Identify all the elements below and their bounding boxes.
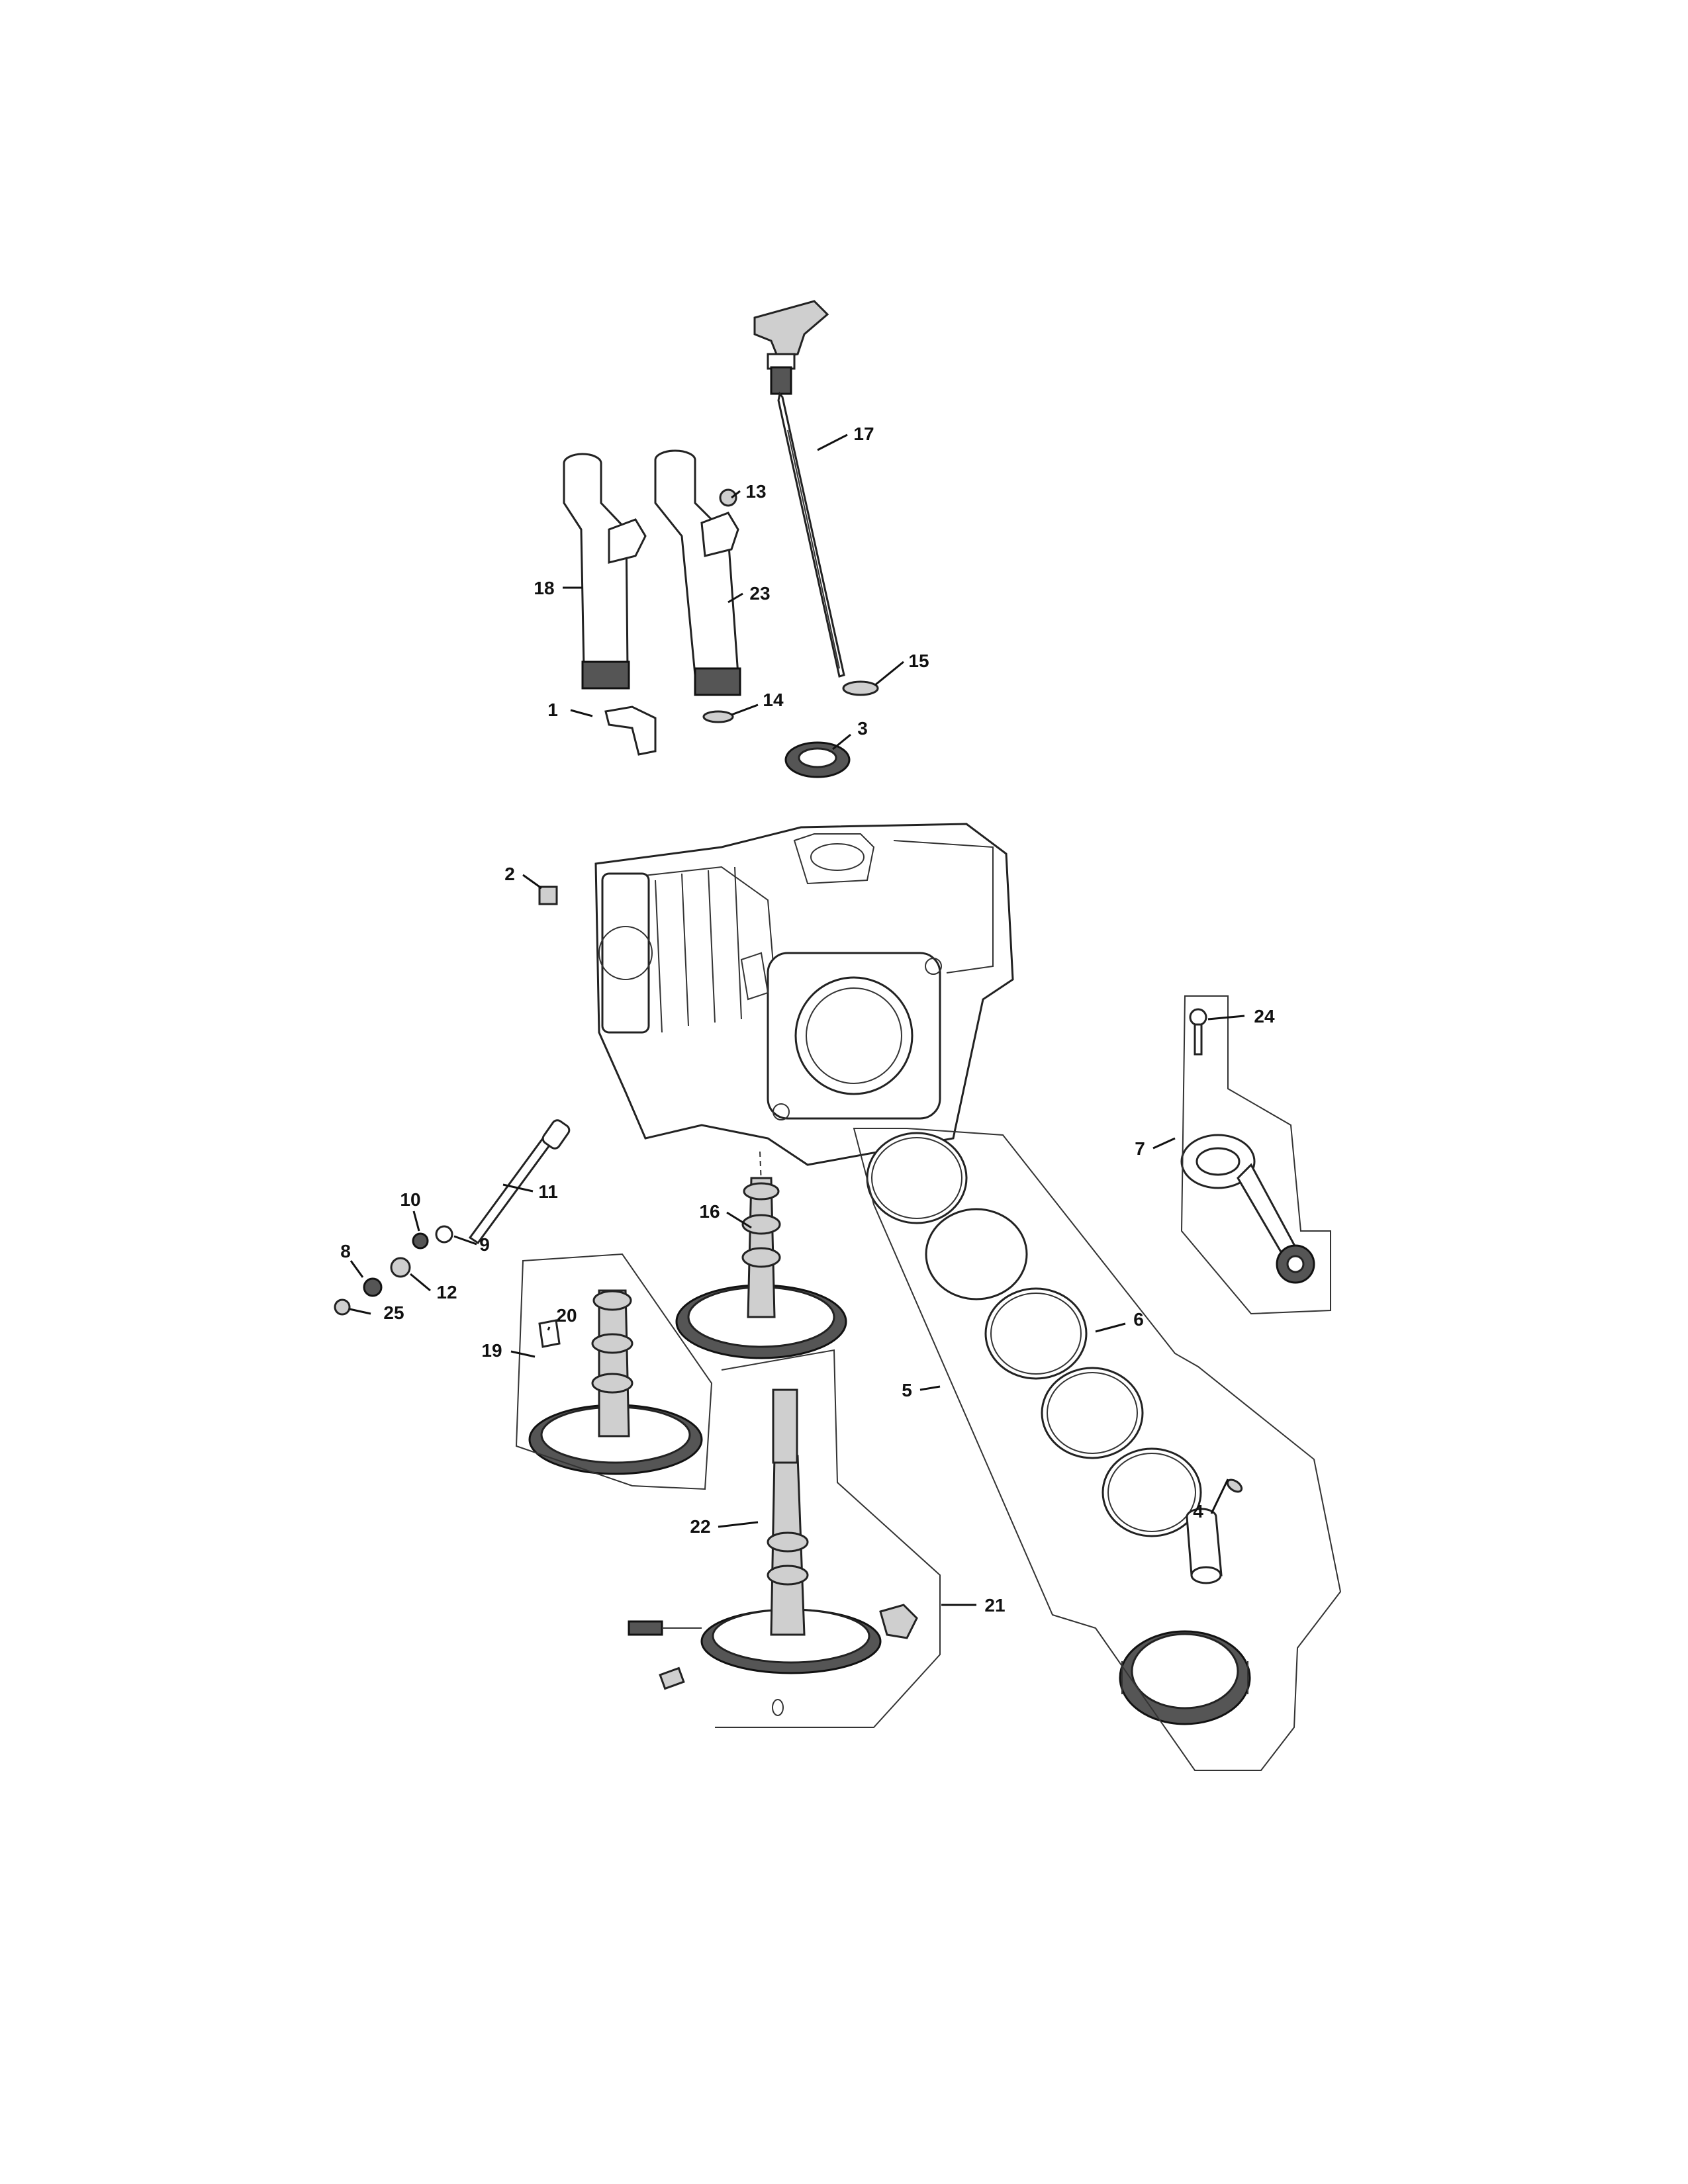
bracket-part (604, 705, 657, 756)
callout-10: 10 (400, 1189, 420, 1210)
callout-18: 18 (534, 578, 554, 598)
camshaft-release-frame (715, 1349, 941, 1728)
callout-20: 20 (556, 1305, 577, 1326)
washer-part-8 (363, 1277, 383, 1297)
callout-17: 17 (853, 424, 874, 444)
rod-bolt-part (1189, 1008, 1207, 1056)
callout-24: 24 (1254, 1006, 1275, 1026)
callout-19: 19 (481, 1340, 502, 1361)
callout-4: 4 (1193, 1501, 1203, 1522)
callout-7: 7 (1135, 1138, 1145, 1159)
callout-15: 15 (908, 651, 929, 671)
callout-1: 1 (547, 700, 558, 720)
piston-part (1119, 1630, 1251, 1725)
callout-22: 22 (690, 1516, 710, 1537)
callout-25: 25 (383, 1302, 404, 1323)
callout-16: 16 (699, 1201, 720, 1222)
camshaft-assembly-part (528, 1289, 703, 1475)
nut-part-10 (412, 1232, 429, 1250)
callout-11: 11 (538, 1181, 558, 1202)
crankcase-part (594, 823, 1014, 1166)
camshaft-assembly-frame (515, 1253, 713, 1490)
callout-12: 12 (436, 1282, 457, 1302)
shaft-part (468, 1119, 571, 1245)
camshaft-release-part (628, 1388, 918, 1716)
oil-seal-part (784, 741, 851, 778)
dipstick-seal-part (842, 680, 879, 696)
callout-23: 23 (749, 583, 770, 604)
dipstick-tube-part-left (563, 453, 647, 690)
washer-part-9 (435, 1225, 453, 1244)
callout-6: 6 (1133, 1309, 1144, 1330)
nut-part (719, 488, 737, 507)
callout-labels: 1 2 3 4 5 6 7 8 9 10 11 12 13 14 15 16 1… (340, 424, 1275, 1615)
washer-part-25 (334, 1298, 351, 1316)
callout-13: 13 (745, 481, 766, 502)
piston-pin-part (1186, 1508, 1223, 1584)
callout-8: 8 (340, 1241, 351, 1261)
callout-21: 21 (984, 1595, 1005, 1615)
callout-9: 9 (479, 1234, 490, 1255)
washer-part-12 (390, 1257, 411, 1278)
dipstick-part (753, 300, 845, 678)
connecting-rod-part (1180, 1134, 1315, 1284)
callout-3: 3 (857, 718, 868, 739)
clip-part (1226, 1479, 1243, 1493)
leader-lines (349, 433, 1245, 1606)
callout-14: 14 (763, 690, 784, 710)
piston-frame (853, 1128, 1342, 1771)
plug-part (538, 886, 558, 905)
callout-5: 5 (902, 1380, 912, 1400)
o-ring-part (702, 710, 734, 723)
connecting-rod-frame (1180, 995, 1331, 1315)
camshaft-part (675, 1177, 847, 1359)
piston-rings-part (866, 1132, 1202, 1537)
dipstick-tube-part-right (654, 449, 741, 696)
callout-2: 2 (504, 864, 515, 884)
